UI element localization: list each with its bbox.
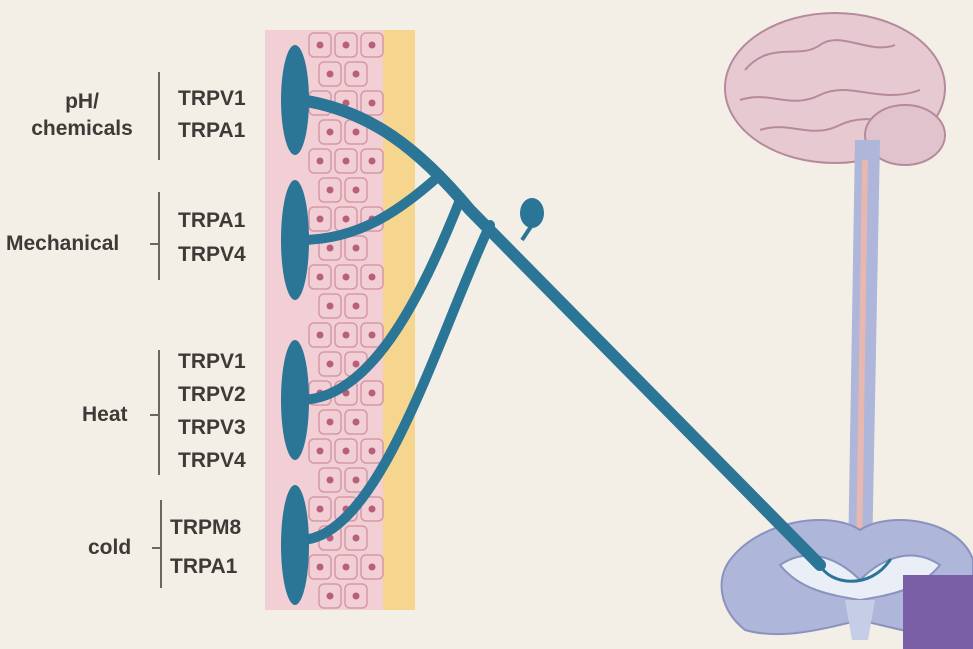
cell-nucleus	[353, 361, 360, 368]
cell-nucleus	[343, 274, 350, 281]
cell-nucleus	[327, 71, 334, 78]
cell-nucleus	[327, 187, 334, 194]
bracket-cold	[160, 500, 168, 588]
channel-label: TRPV3	[178, 417, 246, 438]
cell-nucleus	[327, 245, 334, 252]
cell-nucleus	[343, 216, 350, 223]
cell-nucleus	[327, 419, 334, 426]
cell-nucleus	[327, 593, 334, 600]
channel-label: TRPA1	[178, 210, 245, 231]
channel-label: TRPV1	[178, 351, 246, 372]
cell-nucleus	[327, 477, 334, 484]
cell-nucleus	[343, 564, 350, 571]
cell-nucleus	[317, 158, 324, 165]
category-label-ph-chemicals: pH/ chemicals	[12, 88, 152, 143]
cell-nucleus	[327, 303, 334, 310]
cell-nucleus	[327, 361, 334, 368]
category-label-heat: Heat	[82, 404, 128, 425]
channel-label: TRPV4	[178, 450, 246, 471]
cell-nucleus	[353, 245, 360, 252]
cell-nucleus	[343, 42, 350, 49]
cell-nucleus	[353, 129, 360, 136]
channel-label: TRPM8	[170, 517, 241, 538]
cell-nucleus	[369, 100, 376, 107]
cell-nucleus	[369, 42, 376, 49]
bracket-mechanical	[158, 192, 166, 280]
cell-nucleus	[369, 564, 376, 571]
cell-nucleus	[317, 448, 324, 455]
channel-label: TRPV2	[178, 384, 246, 405]
cell-nucleus	[369, 506, 376, 513]
cell-nucleus	[353, 593, 360, 600]
bracket-ph-chemicals	[158, 72, 166, 160]
ganglion-cell-body	[520, 198, 544, 228]
cell-nucleus	[317, 274, 324, 281]
cell-nucleus	[327, 129, 334, 136]
cell-nucleus	[369, 274, 376, 281]
cell-nucleus	[317, 216, 324, 223]
bracket-heat	[158, 350, 166, 475]
category-label-cold: cold	[88, 537, 131, 558]
channel-label: TRPA1	[178, 120, 245, 141]
cell-nucleus	[369, 448, 376, 455]
channel-label: TRPV4	[178, 244, 246, 265]
channel-label: TRPA1	[170, 556, 237, 577]
cell-nucleus	[353, 419, 360, 426]
corner-color-block	[903, 575, 973, 649]
cell-nucleus	[353, 535, 360, 542]
cell-nucleus	[317, 506, 324, 513]
cell-nucleus	[343, 448, 350, 455]
cell-nucleus	[317, 564, 324, 571]
channel-label: TRPV1	[178, 88, 246, 109]
ganglion-stalk	[522, 225, 532, 240]
cell-nucleus	[353, 477, 360, 484]
cell-nucleus	[369, 332, 376, 339]
bracket-tick	[150, 414, 158, 416]
cell-nucleus	[317, 42, 324, 49]
cell-nucleus	[353, 71, 360, 78]
bracket-tick	[152, 547, 160, 549]
cell-nucleus	[343, 158, 350, 165]
cell-nucleus	[343, 332, 350, 339]
cell-nucleus	[369, 158, 376, 165]
cell-nucleus	[369, 390, 376, 397]
category-label-mechanical: Mechanical	[6, 233, 119, 254]
cell-nucleus	[353, 303, 360, 310]
brain	[725, 13, 945, 165]
cell-nucleus	[317, 332, 324, 339]
cell-nucleus	[353, 187, 360, 194]
bracket-tick	[150, 243, 158, 245]
